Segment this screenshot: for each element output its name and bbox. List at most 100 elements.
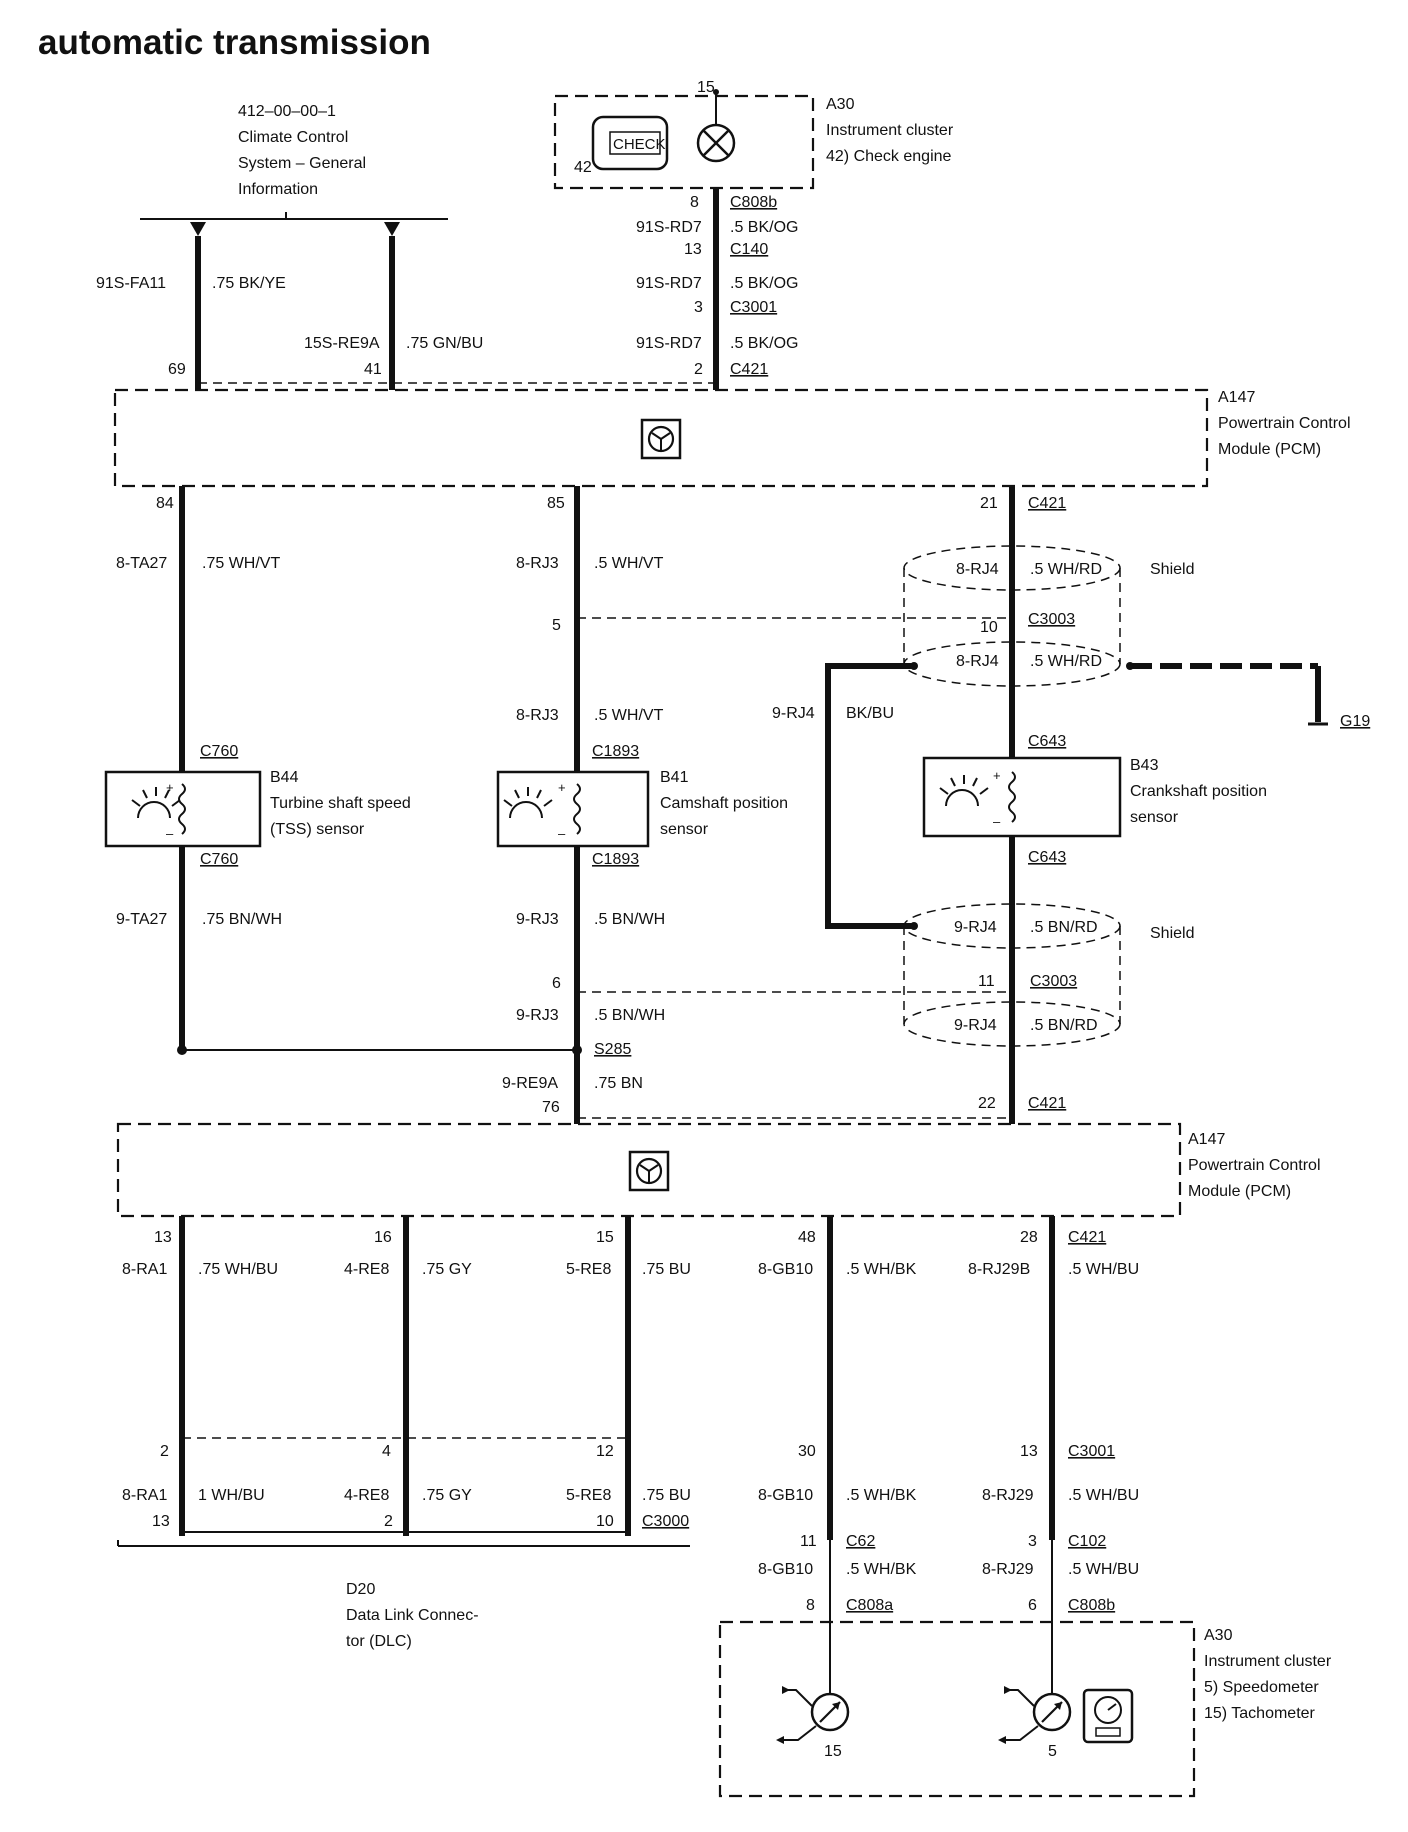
tss-line1: Turbine shaft speed bbox=[270, 795, 411, 812]
cmp-circuit-gnd: 9-RE9A bbox=[502, 1075, 558, 1092]
ref-line-2: System – General bbox=[238, 155, 366, 172]
c1-pin: 13 bbox=[154, 1229, 172, 1246]
c4-conn4: C808a bbox=[846, 1597, 893, 1614]
check-engine-icon bbox=[591, 115, 669, 171]
pcm-top-id: A147 bbox=[1218, 389, 1255, 406]
c3-spec: .75 BU bbox=[642, 1261, 691, 1278]
c3-conn-dlc: C3000 bbox=[642, 1513, 689, 1530]
ckp-circuit-1: 8-RJ4 bbox=[956, 561, 999, 578]
c2-spec: .75 GY bbox=[422, 1261, 472, 1278]
cluster-top-pin-15: 15 bbox=[697, 79, 715, 96]
pcm-bottom-line1: Powertrain Control bbox=[1188, 1157, 1321, 1174]
ckp-shield2-label: Shield bbox=[1150, 925, 1194, 942]
c1-pin-dlc2: 13 bbox=[152, 1513, 170, 1530]
shield-2 bbox=[903, 903, 1121, 1047]
ckp-line2: sensor bbox=[1130, 809, 1179, 826]
cmp-line2: sensor bbox=[660, 821, 709, 838]
cmp-circuit-bot: 9-RJ3 bbox=[516, 911, 559, 928]
ckp-shield-spec: BK/BU bbox=[846, 705, 894, 722]
c5-pin: 28 bbox=[1020, 1229, 1038, 1246]
c1-spec-dlc: 1 WH/BU bbox=[198, 1487, 265, 1504]
svg-text:–: – bbox=[558, 826, 566, 841]
ref-arrow-2 bbox=[384, 222, 400, 236]
w3-conn-c421: C421 bbox=[730, 361, 768, 378]
c3-pin: 15 bbox=[596, 1229, 614, 1246]
s285-splice-dot bbox=[572, 1045, 582, 1055]
ckp-conn-c3003: C3003 bbox=[1028, 611, 1075, 628]
ckp-sensor: + – C643 C643 B43 Crankshaft position se… bbox=[922, 733, 1267, 866]
pcm-bottom-line2: Module (PCM) bbox=[1188, 1183, 1291, 1200]
ckp-shield-circuit: 9-RJ4 bbox=[772, 705, 815, 722]
cmp-conn-bot: C1893 bbox=[592, 851, 639, 868]
cmp-splice: S285 bbox=[594, 1041, 631, 1058]
cluster-bottom-boundary bbox=[718, 1620, 1196, 1798]
cmp-spec-gnd: .75 BN bbox=[594, 1075, 643, 1092]
tss-conn-bot: C760 bbox=[200, 851, 238, 868]
cluster-top-pin-42: 42 bbox=[574, 159, 592, 176]
lamp-feed-dot bbox=[713, 89, 719, 95]
wire-15s-re9a-pin: 41 bbox=[364, 361, 382, 378]
c1-circuit-dlc: 8-RA1 bbox=[122, 1487, 167, 1504]
w3-pin-3: 3 bbox=[694, 299, 703, 316]
c3-pin-dlc: 12 bbox=[596, 1443, 614, 1460]
ckp-spec-3: .5 BN/RD bbox=[1030, 919, 1098, 936]
ckp-conn-bot: C643 bbox=[1028, 849, 1066, 866]
tss-spec-bot: .75 BN/WH bbox=[202, 911, 282, 928]
w3-conn-c140: C140 bbox=[730, 241, 768, 258]
c1-circuit: 8-RA1 bbox=[122, 1261, 167, 1278]
cmp-conn-top: C1893 bbox=[592, 743, 639, 760]
w3-pin-2: 2 bbox=[694, 361, 703, 378]
cluster-bottom-item2: 15) Tachometer bbox=[1204, 1705, 1316, 1722]
cmp-line1: Camshaft position bbox=[660, 795, 788, 812]
pcm-top-boundary bbox=[113, 388, 1209, 488]
w3-spec-1: .5 BK/OG bbox=[730, 219, 798, 236]
tss-sensor-icon: + – bbox=[131, 780, 186, 841]
shield-drain-wire bbox=[825, 663, 914, 929]
pcm-bottom-id: A147 bbox=[1188, 1131, 1225, 1148]
c3-circuit: 5-RE8 bbox=[566, 1261, 611, 1278]
cmp-sensor: + – B41 Camshaft position sensor bbox=[496, 769, 788, 848]
lamp-cross-2 bbox=[702, 129, 730, 157]
ref-number: 412–00–00–1 bbox=[238, 103, 336, 120]
ref-arrow-1 bbox=[190, 222, 206, 236]
instrument-cluster-top: CHECK 42 15 A30 Instrument cluster 42) C… bbox=[553, 79, 954, 190]
ckp-line1: Crankshaft position bbox=[1130, 783, 1267, 800]
cmp-sensor-box bbox=[496, 770, 650, 848]
svg-text:+: + bbox=[558, 780, 566, 795]
cmp-pin-5: 5 bbox=[552, 617, 561, 634]
ckp-conn-top: C643 bbox=[1028, 733, 1066, 750]
ref-line-1: Climate Control bbox=[238, 129, 348, 146]
tacho-pin: 5 bbox=[1048, 1743, 1057, 1760]
cmp-pin-85: 85 bbox=[547, 495, 565, 512]
c3-spec-dlc: .75 BU bbox=[642, 1487, 691, 1504]
tss-circuit-top: 8-TA27 bbox=[116, 555, 167, 572]
c4-pin3: 11 bbox=[800, 1533, 817, 1550]
ckp-spec-4: .5 BN/RD bbox=[1030, 1017, 1098, 1034]
climate-control-reference: 412–00–00–1 Climate Control System – Gen… bbox=[140, 103, 448, 236]
ref-line-3: Information bbox=[238, 181, 318, 198]
c5-pin2: 13 bbox=[1020, 1443, 1038, 1460]
c3-pin-dlc2: 10 bbox=[596, 1513, 614, 1530]
wire-15s-re9a-spec: .75 GN/BU bbox=[406, 335, 483, 352]
c4-spec3: .5 WH/BK bbox=[846, 1561, 917, 1578]
speedometer-gauge-icon bbox=[776, 1686, 850, 1744]
w3-circuit-1: 91S-RD7 bbox=[636, 219, 702, 236]
ckp-conn-bot-c421: C421 bbox=[1028, 1095, 1066, 1112]
dlc-id: D20 bbox=[346, 1581, 375, 1598]
w3-conn-c3001: C3001 bbox=[730, 299, 777, 316]
cmp-circuit-mid: 8-RJ3 bbox=[516, 707, 559, 724]
c4-circuit2: 8-GB10 bbox=[758, 1487, 813, 1504]
wire-15s-re9a-circuit: 15S-RE9A bbox=[304, 335, 380, 352]
ckp-pin-21: 21 bbox=[980, 495, 998, 512]
tss-sensor: + – B44 Turbine shaft speed (TSS) sensor bbox=[104, 769, 411, 848]
w3-spec-3: .5 BK/OG bbox=[730, 335, 798, 352]
c4-circuit3: 8-GB10 bbox=[758, 1561, 813, 1578]
ckp-sensor-icon: + – bbox=[939, 768, 1016, 829]
instrument-cluster-icon bbox=[1082, 1688, 1134, 1744]
ckp-circuit-4: 9-RJ4 bbox=[954, 1017, 997, 1034]
pcm-bottom-boundary bbox=[116, 1122, 1182, 1218]
tss-pin-84: 84 bbox=[156, 495, 174, 512]
wire-91s-fa11-pin: 69 bbox=[168, 361, 186, 378]
wire-91s-fa11-spec: .75 BK/YE bbox=[212, 275, 286, 292]
c1-spec: .75 WH/BU bbox=[198, 1261, 278, 1278]
